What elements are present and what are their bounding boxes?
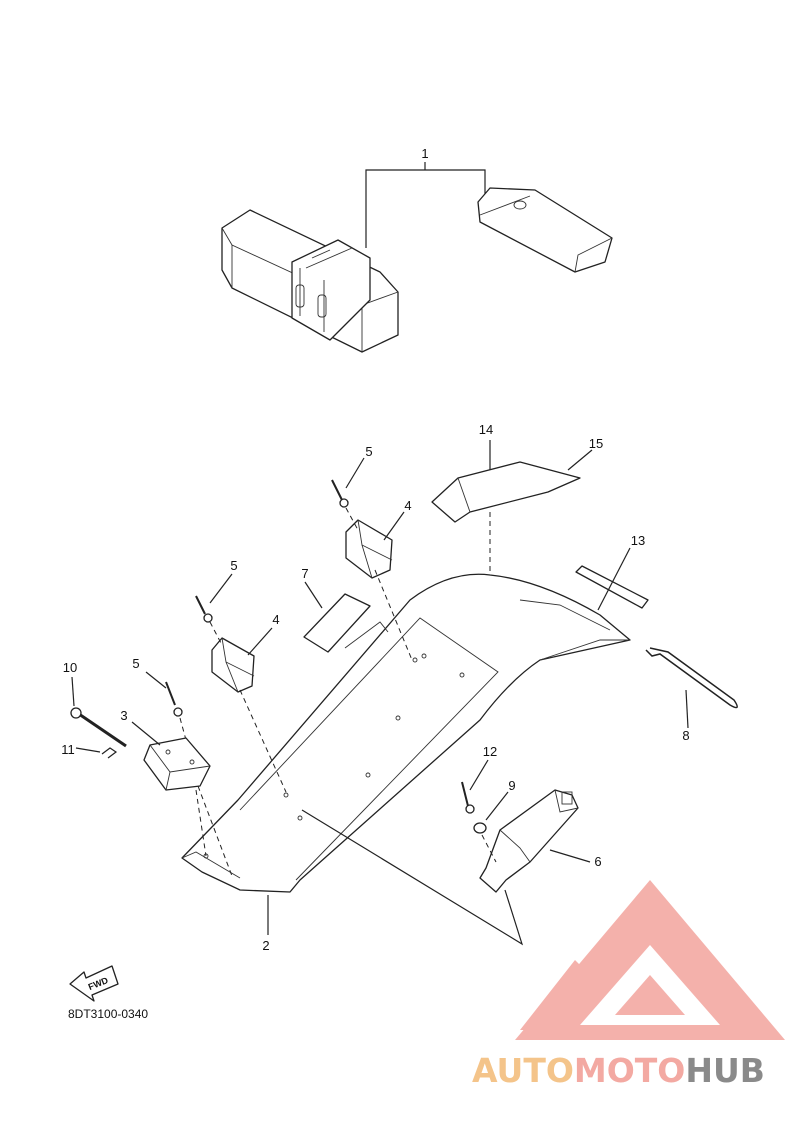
watermark-text-hub: HUB bbox=[685, 1051, 765, 1090]
callout-1: 1 bbox=[421, 146, 428, 161]
callout-11: 12 bbox=[483, 744, 497, 759]
pin-part bbox=[101, 747, 118, 759]
screw-part-bracket bbox=[461, 781, 475, 814]
strap-part bbox=[645, 647, 738, 709]
watermark-text-moto: MOTO bbox=[574, 1051, 685, 1090]
callout-5a: 5 bbox=[365, 444, 372, 459]
tray-part bbox=[181, 573, 631, 893]
callout-9: 11 bbox=[61, 742, 75, 757]
sticker-part bbox=[303, 593, 389, 653]
tool-kit-part bbox=[221, 162, 613, 353]
holder-part bbox=[143, 737, 211, 791]
clip-part-mid bbox=[211, 637, 255, 693]
callout-6: 7 bbox=[301, 566, 308, 581]
callout-4b: 4 bbox=[272, 612, 279, 627]
screw-part-lower bbox=[165, 681, 183, 717]
callout-10: 6 bbox=[594, 854, 601, 869]
screw-part-mid bbox=[195, 595, 213, 623]
callout-12: 9 bbox=[508, 778, 515, 793]
callout-3: 3 bbox=[120, 708, 127, 723]
screw-part-upper bbox=[331, 479, 349, 508]
washer-part bbox=[473, 822, 487, 834]
bracket-part bbox=[479, 789, 579, 893]
callout-5b: 5 bbox=[230, 558, 237, 573]
callout-15: 15 bbox=[589, 436, 603, 451]
fwd-arrow-icon bbox=[69, 965, 119, 1002]
callout-7: 8 bbox=[682, 728, 689, 743]
callout-8: 10 bbox=[63, 660, 77, 675]
part-code: 8DT3100-0340 bbox=[68, 1007, 148, 1021]
watermark-text: AUTOMOTOHUB bbox=[472, 1051, 765, 1090]
callout-2: 2 bbox=[262, 938, 269, 953]
pad-part bbox=[431, 461, 581, 523]
bar-part bbox=[575, 565, 649, 609]
callout-13: 13 bbox=[631, 533, 645, 548]
callout-4a: 4 bbox=[404, 498, 411, 513]
callout-5c: 5 bbox=[132, 656, 139, 671]
callout-14: 14 bbox=[479, 422, 493, 437]
clip-part-upper bbox=[345, 519, 393, 579]
watermark-text-auto: AUTO bbox=[472, 1051, 574, 1090]
watermark-logo-icon bbox=[515, 880, 785, 1040]
bolt-part bbox=[70, 707, 127, 748]
